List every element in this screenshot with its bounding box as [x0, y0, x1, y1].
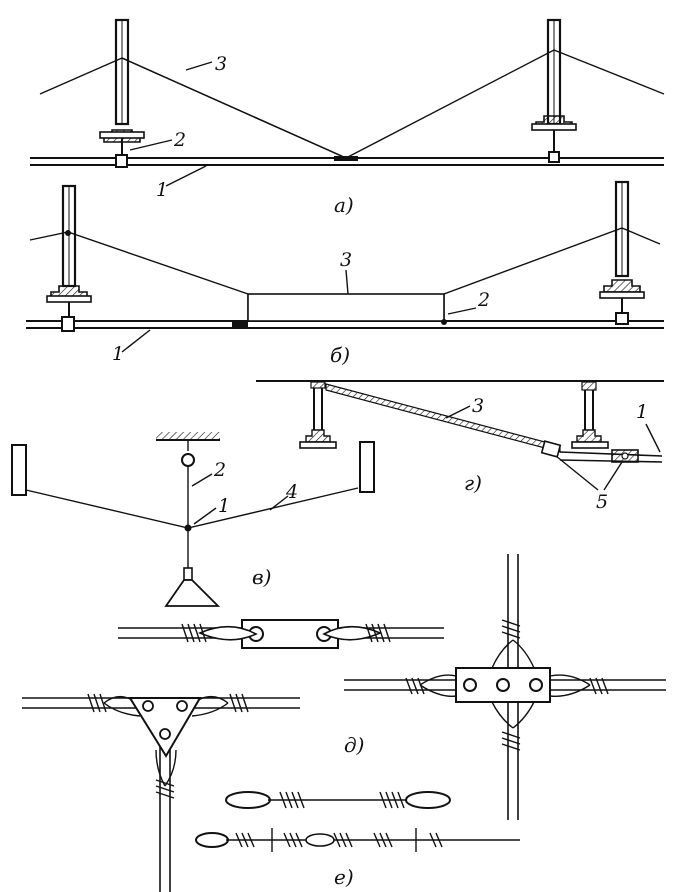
- panel-g: 3 1 5 г): [256, 380, 664, 513]
- panel-d-caption: д): [344, 733, 364, 757]
- loop-wire-bottom: [195, 828, 520, 852]
- label-2: 2: [173, 129, 186, 151]
- label-1-v: 1: [218, 495, 230, 517]
- label-3: 3: [215, 53, 227, 75]
- column-right-g: [571, 381, 609, 449]
- panel-v: 2 1 4 в): [11, 432, 375, 607]
- panel-e-caption: е): [334, 865, 354, 889]
- label-3-g: 3: [472, 395, 484, 417]
- panel-a-caption: а): [334, 193, 354, 217]
- label-3-b: 3: [340, 249, 352, 271]
- column-left-a: [99, 18, 145, 168]
- panel-b-caption: б): [330, 343, 350, 367]
- label-2-v: 2: [213, 459, 226, 481]
- panel-e: е): [195, 791, 520, 889]
- column-left-g: [299, 381, 337, 449]
- column-right-b: [599, 180, 645, 325]
- label-2-b: 2: [477, 289, 490, 311]
- cross-clamp: [344, 554, 666, 820]
- panel-g-caption: г): [464, 471, 482, 495]
- label-1-g: 1: [636, 401, 648, 423]
- label-4-v: 4: [285, 481, 298, 503]
- straight-clamp: [118, 619, 444, 649]
- panel-b: 3 2 1 б): [26, 180, 664, 367]
- panel-d: д): [22, 554, 666, 892]
- label-1-b: 1: [112, 343, 124, 365]
- column-right-a: [531, 18, 577, 163]
- loop-wire-top: [225, 791, 451, 809]
- column-left-b: [46, 184, 92, 332]
- panel-v-caption: в): [252, 565, 271, 589]
- label-1: 1: [156, 179, 168, 201]
- label-5-g: 5: [596, 491, 608, 513]
- tee-clamp: [22, 693, 300, 892]
- panel-a: 3 2 1 а): [30, 18, 665, 217]
